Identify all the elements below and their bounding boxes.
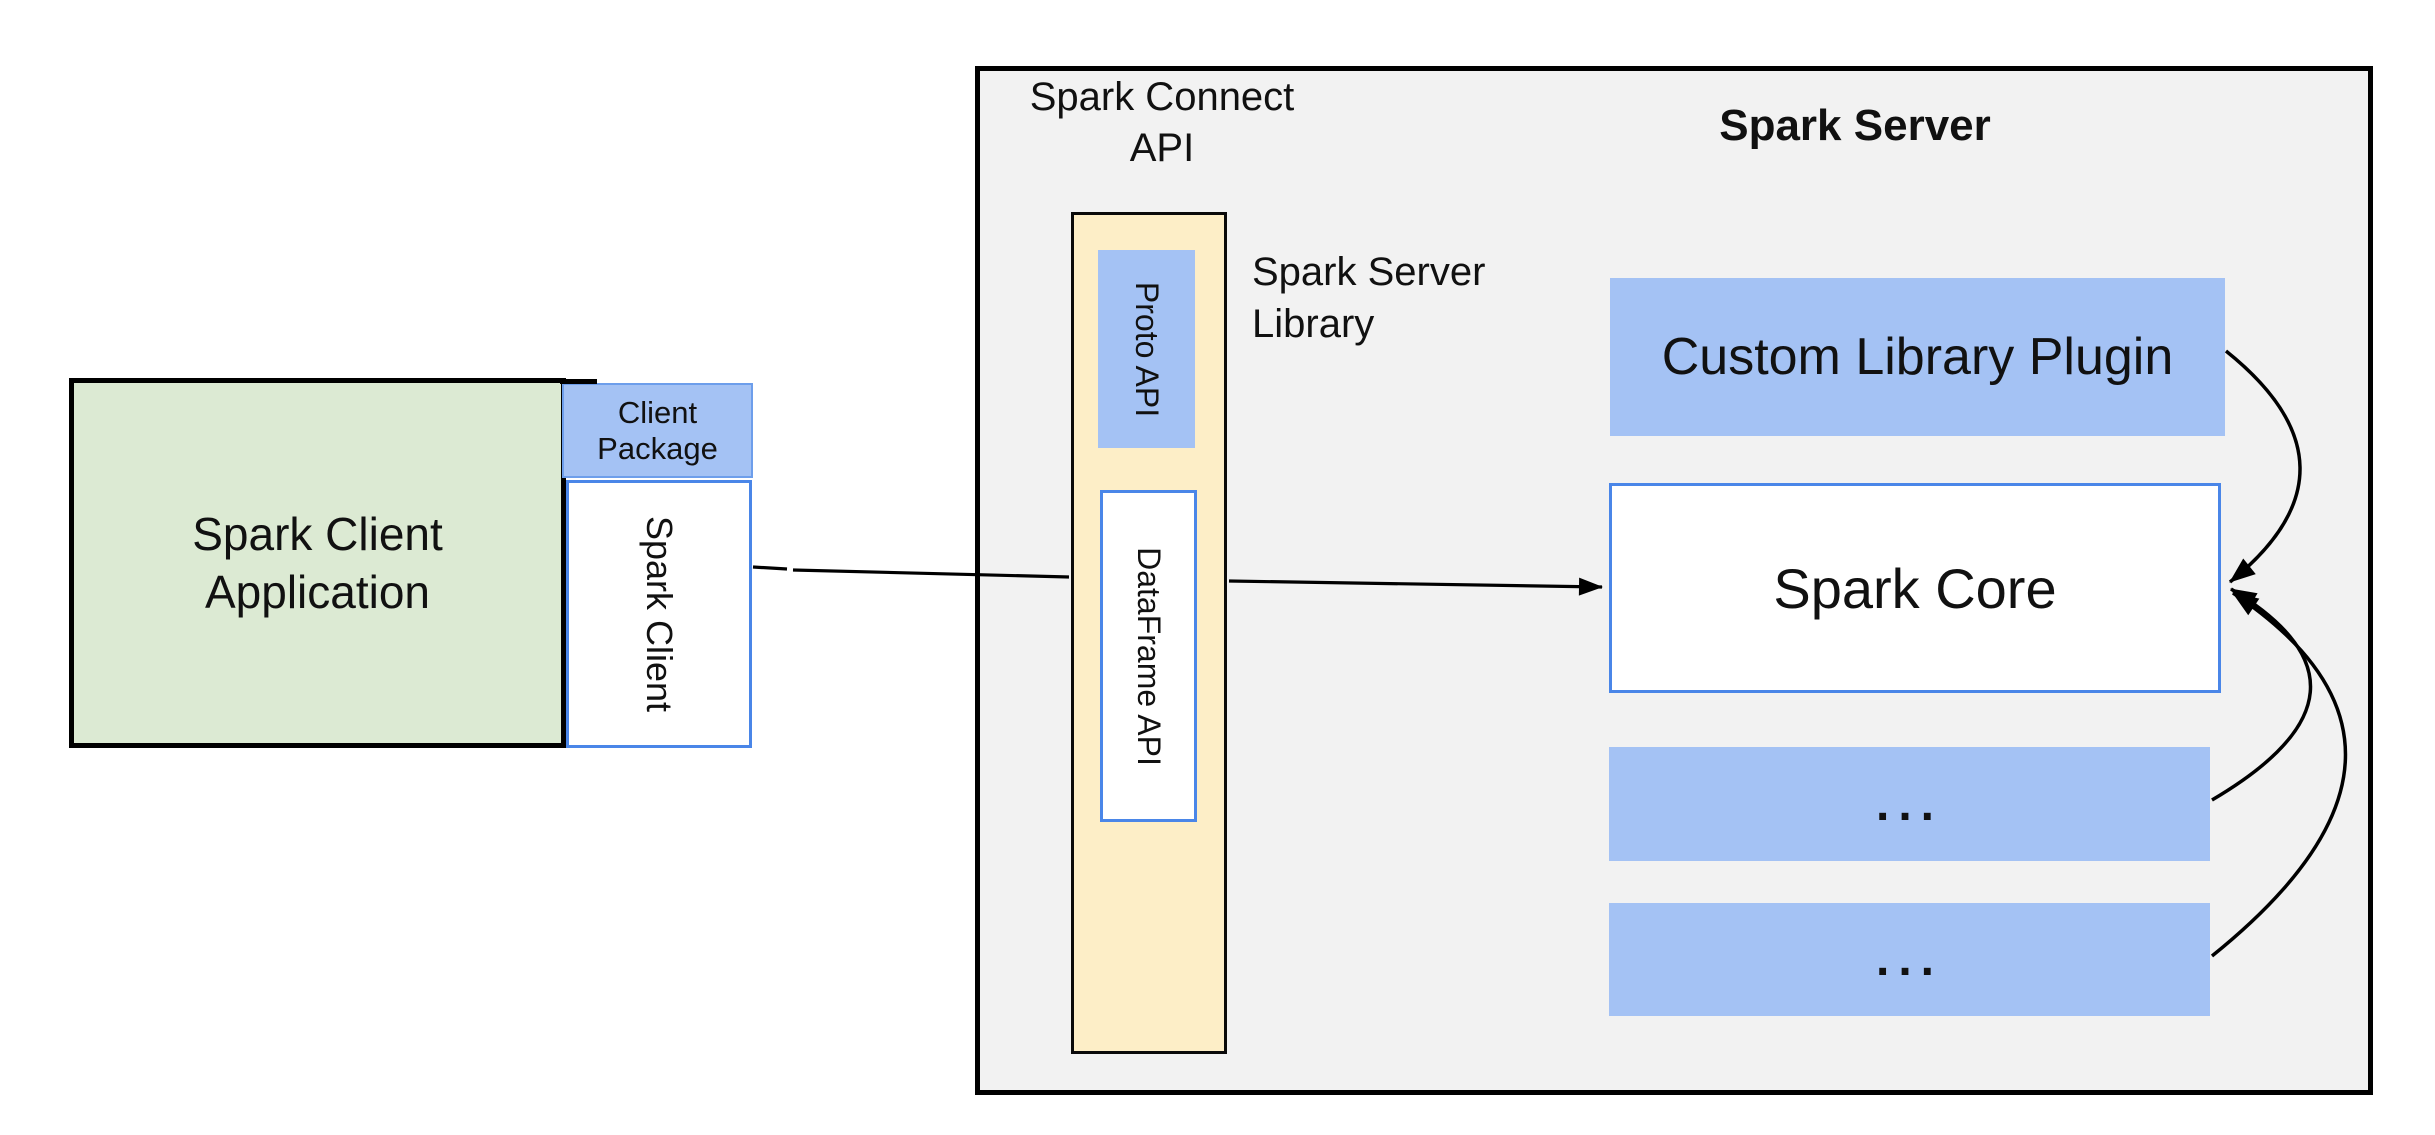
proto-api-label: Proto API: [1129, 281, 1165, 417]
spark-client-box: Spark Client: [566, 480, 752, 748]
plugin-placeholder-label-2: ...: [1875, 933, 1943, 986]
plugin-placeholder-box-1: ...: [1609, 747, 2210, 861]
spark-client-label: Spark Client: [639, 515, 680, 713]
green-box-border-notch: [560, 379, 597, 384]
dataframe-api-box: DataFrame API: [1100, 490, 1197, 822]
custom-library-plugin-box: Custom Library Plugin: [1610, 278, 2225, 436]
spark-server-title: Spark Server: [1719, 101, 1991, 150]
spark-core-label: Spark Core: [1773, 556, 2057, 620]
plugin-placeholder-label-1: ...: [1875, 777, 1943, 831]
spark-server-library-label: Spark Server Library: [1252, 250, 1486, 346]
client-package-box: Client Package: [562, 383, 753, 478]
spark-client-application-box: Spark Client Application: [69, 378, 566, 748]
dataframe-api-label: DataFrame API: [1131, 546, 1167, 766]
custom-library-plugin-label: Custom Library Plugin: [1661, 328, 2174, 386]
spark-client-application-label: Spark Client Application: [192, 508, 443, 618]
spark-core-box: Spark Core: [1609, 483, 2221, 693]
proto-api-box: Proto API: [1098, 250, 1195, 448]
plugin-placeholder-box-2: ...: [1609, 903, 2210, 1016]
spark-connect-api-label: Spark Connect API: [1029, 75, 1295, 170]
